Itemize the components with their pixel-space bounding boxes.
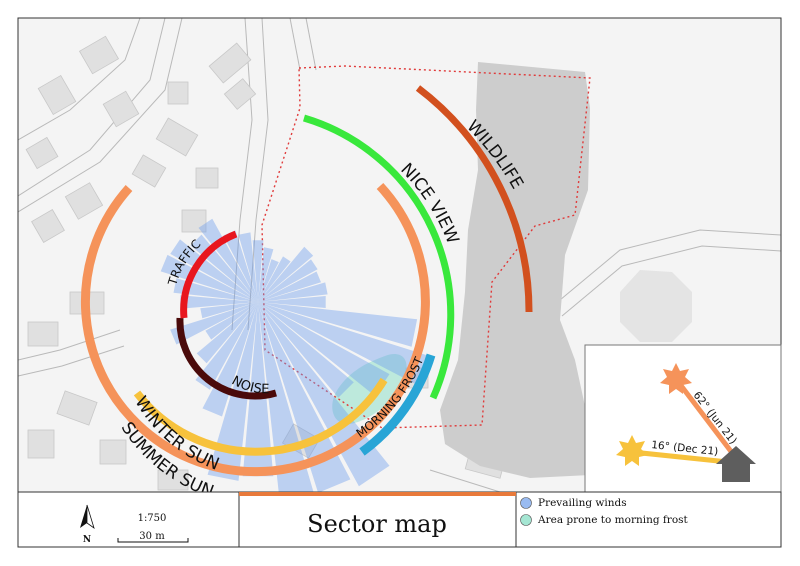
wind-wedge bbox=[258, 302, 354, 398]
legend-frost-swatch bbox=[520, 514, 532, 526]
wind-wedge bbox=[258, 259, 318, 302]
sector-arcs bbox=[80, 85, 533, 477]
wind-wedge bbox=[196, 302, 258, 364]
morning-frost-arc bbox=[359, 353, 436, 456]
wind-wedge bbox=[258, 259, 279, 302]
wildlife-arc bbox=[415, 85, 533, 313]
wind-wedge bbox=[205, 302, 258, 340]
wind-wedge bbox=[258, 302, 435, 388]
scale-bar bbox=[117, 538, 189, 543]
wind-wedge bbox=[258, 296, 326, 308]
wind-wedge bbox=[195, 302, 258, 390]
wind-wedge bbox=[258, 246, 314, 302]
wind-wedge bbox=[173, 278, 258, 302]
legend-frost-label: Area prone to morning frost bbox=[537, 514, 689, 526]
wind-wedge bbox=[170, 239, 258, 302]
legend-wind-swatch bbox=[520, 497, 532, 509]
legend-wind-label: Prevailing winds bbox=[538, 497, 627, 509]
north-arrow-icon bbox=[80, 504, 95, 530]
north-label: N bbox=[83, 535, 91, 545]
wind-wedge bbox=[180, 295, 258, 309]
scale-bar-label: 30 m bbox=[139, 531, 165, 542]
wind-wedge bbox=[170, 302, 258, 345]
wind-wedge bbox=[242, 302, 274, 477]
wind-wedge bbox=[258, 282, 328, 302]
roads bbox=[18, 18, 781, 492]
summer-sun-ray bbox=[674, 377, 738, 460]
winter-sun-ray bbox=[631, 449, 729, 465]
wind-wedge bbox=[258, 302, 390, 396]
inset-frame bbox=[584, 344, 782, 493]
wind-wedge bbox=[258, 302, 351, 492]
winter-sun-arc bbox=[133, 377, 388, 456]
wind-wedge bbox=[252, 240, 264, 302]
wind-wedge bbox=[238, 232, 258, 302]
base-map: TRAFFIC NOISE WINTER SUN SUMMER SUN MORN… bbox=[18, 18, 781, 492]
traffic-arc bbox=[180, 230, 238, 319]
wind-wedge bbox=[160, 254, 258, 302]
summer-sun-icon bbox=[660, 363, 692, 394]
pond bbox=[620, 270, 692, 342]
wind-wedge bbox=[198, 218, 258, 302]
summer-sun-arc bbox=[80, 182, 430, 477]
sun-angle-inset: 62° (Jun 21) 16° (Dec 21) bbox=[584, 344, 782, 493]
wind-wedge bbox=[223, 230, 258, 302]
house-icon bbox=[716, 446, 756, 482]
title-accent-bar bbox=[239, 492, 516, 496]
scale-ratio: 1:750 bbox=[138, 513, 167, 524]
winter-sun-icon bbox=[616, 435, 648, 466]
bottom-panel: N 1:750 30 m Sector map Prevailing winds… bbox=[17, 491, 782, 548]
morning-frost-area bbox=[332, 354, 407, 425]
property-boundary bbox=[261, 65, 591, 429]
wind-wedge bbox=[258, 302, 418, 347]
park-area bbox=[440, 62, 590, 478]
wind-wedge bbox=[258, 247, 274, 302]
map-title: Sector map bbox=[307, 510, 447, 538]
wind-wedge bbox=[258, 256, 291, 302]
nice-view-arc bbox=[303, 114, 455, 400]
wind-wedge bbox=[258, 271, 321, 302]
wind-wedge bbox=[200, 302, 258, 319]
noise-arc bbox=[176, 317, 277, 400]
